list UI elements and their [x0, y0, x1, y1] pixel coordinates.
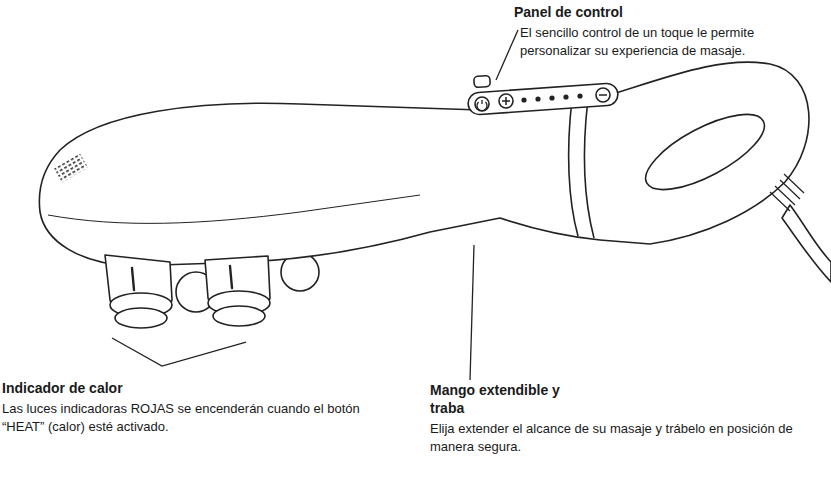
handle-grip — [635, 100, 774, 204]
leader-line — [470, 245, 474, 380]
callout-heading: Indicador de calor — [2, 380, 242, 398]
callout-text: Elija extender el alcance de su masaje y… — [430, 420, 825, 456]
bracket-leader — [112, 338, 246, 366]
massager-body — [39, 62, 809, 266]
callout-text: Las luces indicadoras ROJAS se encenderá… — [2, 400, 382, 436]
power-cord — [782, 205, 831, 282]
control-panel — [467, 83, 618, 115]
leader-line — [496, 30, 518, 80]
vent-grille — [54, 154, 88, 183]
callout-heading: Panel de control — [514, 4, 714, 22]
callout-text: El sencillo control de un toque le permi… — [520, 24, 770, 60]
callout-heading: Mango extendible y traba — [430, 382, 580, 417]
